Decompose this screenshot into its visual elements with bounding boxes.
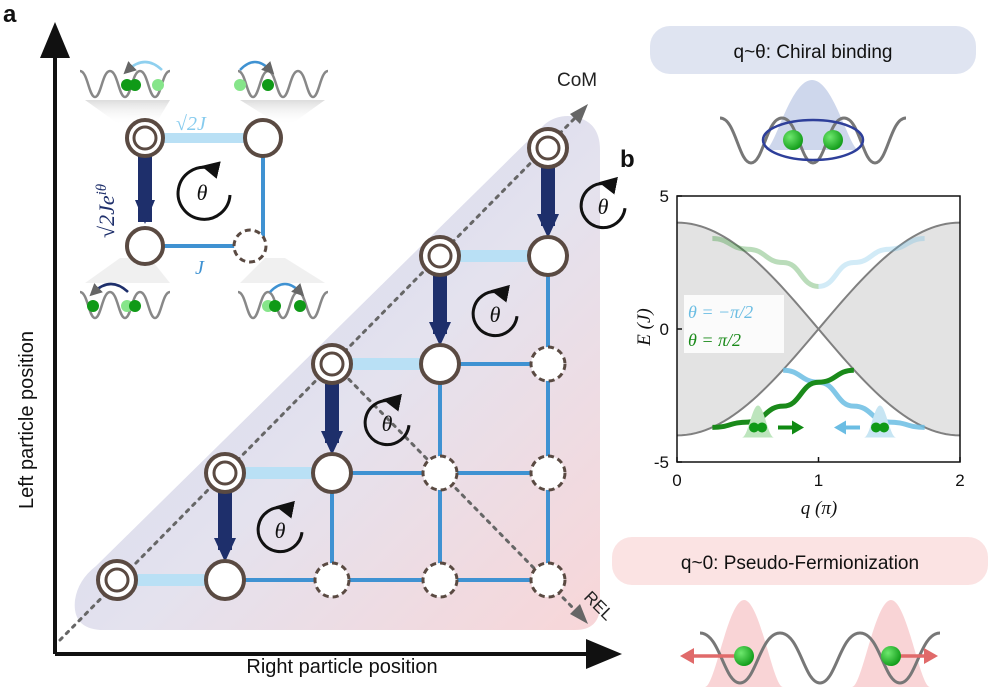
chiral-well-diagram — [719, 80, 907, 165]
lattice-node-dashed — [313, 561, 351, 599]
lattice-node-solid — [204, 559, 246, 601]
lattice-node-solid — [527, 235, 569, 277]
particle — [871, 422, 881, 433]
series-bound-0 — [782, 367, 925, 430]
y-tick-label: 0 — [660, 320, 669, 339]
panel-a-label: a — [3, 1, 17, 28]
hop-arrow — [89, 282, 129, 297]
particle — [269, 300, 281, 312]
lattice-node-dashed — [421, 561, 459, 599]
particle — [262, 79, 274, 91]
x-tick-label: 0 — [672, 471, 681, 490]
series-faint-1 — [712, 236, 819, 289]
inset-nodes — [125, 118, 283, 266]
particle — [879, 422, 889, 433]
band-edge-2 — [676, 221, 961, 437]
theta-label: θ — [490, 302, 501, 327]
y-axis-label: Left particle position — [16, 331, 38, 509]
j-label: J — [195, 257, 205, 279]
lattice-node-doublon-inner — [104, 567, 130, 593]
circulation-arrow — [256, 500, 304, 554]
lattice-node-dashed — [529, 561, 567, 599]
particle — [234, 79, 246, 91]
lattice-node-dashed — [529, 454, 567, 492]
sqrt2j-label: √2J — [176, 113, 207, 135]
com-arrow-head — [570, 104, 588, 124]
theta-label: θ — [275, 518, 286, 543]
legend-entry: θ = π/2 — [688, 330, 741, 350]
rel-arrow-head — [570, 604, 588, 624]
x-tick-label: 2 — [955, 471, 964, 490]
particle — [757, 422, 767, 433]
lattice-node-solid — [311, 452, 353, 494]
circulation-arrow — [363, 393, 411, 447]
hop-arrow — [269, 282, 305, 297]
mini-well — [237, 69, 329, 99]
pseudo-title-box — [612, 537, 988, 585]
chiral-title: q~θ: Chiral binding — [734, 42, 893, 63]
series-bound-1 — [712, 367, 855, 430]
lattice-node-solid — [419, 343, 461, 385]
hop-arrow — [123, 60, 163, 75]
lattice-node-doublon-inner — [212, 460, 238, 486]
chart-xlabel: q (π) — [801, 498, 837, 519]
particle — [87, 300, 99, 312]
lattice-node-doublon-inner — [535, 135, 561, 161]
pseudo-well-diagram — [680, 600, 941, 687]
com-label: CoM — [557, 70, 597, 91]
mini-well — [79, 69, 171, 99]
particle — [129, 300, 141, 312]
panel-a-axes — [40, 22, 622, 669]
phase-arrow-head — [429, 322, 451, 346]
series-faint-0 — [818, 236, 925, 289]
legend-entry: θ = −π/2 — [688, 302, 753, 322]
arrow-right-head — [792, 420, 804, 435]
x-axis-label: Right particle position — [246, 656, 437, 678]
particle — [129, 79, 141, 91]
particle — [749, 422, 759, 433]
phase-hop-label: √2Jeiθ — [94, 183, 119, 238]
chart-ylabel: E (J) — [634, 308, 655, 346]
circulation-arrow — [471, 284, 519, 338]
mini-well — [79, 290, 171, 320]
lattice-node-doublon-inner — [427, 243, 453, 269]
x-tick-label: 1 — [814, 471, 823, 490]
inset-theta-label: θ — [197, 180, 208, 205]
pseudo-title: q~0: Pseudo-Fermionization — [681, 553, 919, 574]
particle — [294, 300, 306, 312]
y-tick-label: 5 — [660, 187, 669, 206]
lattice-node-doublon-inner — [319, 351, 345, 377]
particle — [152, 79, 164, 91]
inset-well-diagrams: θ — [79, 60, 329, 320]
lattice-node-dashed — [529, 345, 567, 383]
legend-box — [684, 295, 784, 353]
phase-arrow-head — [214, 538, 236, 562]
inset-circulation-arrow — [176, 161, 232, 221]
com-axis-line — [58, 116, 577, 642]
chiral-title-box — [650, 26, 976, 74]
y-tick-label: -5 — [654, 453, 669, 472]
lattice-graph: θ θ θ θ — [96, 127, 627, 601]
arrow-left-head — [834, 420, 846, 435]
theta-label: θ — [598, 194, 609, 219]
theta-label: θ — [382, 411, 393, 436]
mini-well — [237, 290, 329, 320]
phase-arrow-head — [321, 431, 343, 455]
panel-b-label: b — [620, 146, 635, 173]
circulation-arrow — [579, 176, 627, 230]
phase-arrow-head — [537, 214, 559, 238]
lattice-node-dashed — [421, 454, 459, 492]
hop-arrow — [239, 60, 275, 75]
